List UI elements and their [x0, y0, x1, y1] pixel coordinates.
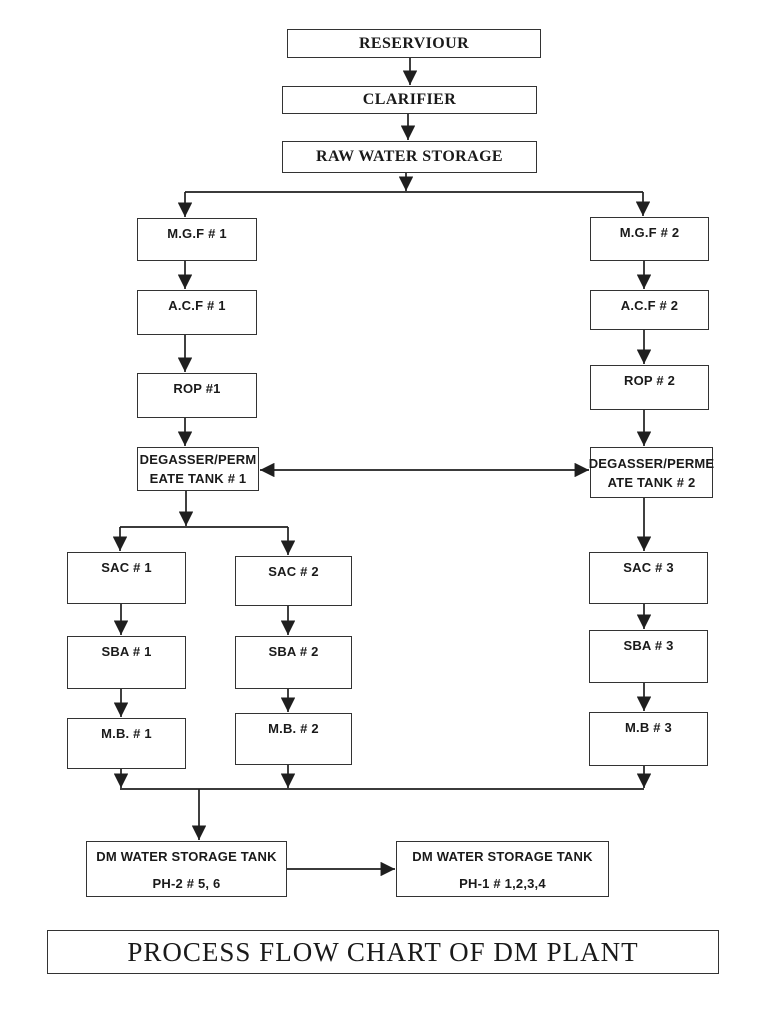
node-sac2: SAC # 2: [235, 556, 352, 606]
node-sac1-label: SAC # 1: [101, 560, 152, 575]
node-sba3-label: SBA # 3: [623, 638, 674, 653]
node-degasser1: DEGASSER/PERM EATE TANK # 1: [137, 447, 259, 491]
node-sac1: SAC # 1: [67, 552, 186, 604]
node-sac2-label: SAC # 2: [268, 564, 319, 579]
node-sba1: SBA # 1: [67, 636, 186, 689]
node-degasser2: DEGASSER/PERME ATE TANK # 2: [588, 447, 715, 498]
node-mb2: M.B. # 2: [235, 713, 352, 765]
node-tank-ph2-line2: PH-2 # 5, 6: [152, 876, 221, 891]
node-reservoir: RESERVIOUR: [287, 29, 541, 58]
node-mb3: M.B # 3: [589, 712, 708, 766]
node-mb3-label: M.B # 3: [625, 720, 672, 735]
node-rop1-label: ROP #1: [173, 381, 221, 396]
node-tank-ph2-line1: DM WATER STORAGE TANK: [96, 849, 277, 864]
node-degasser1-line2: EATE TANK # 1: [149, 471, 247, 486]
node-sba1-label: SBA # 1: [101, 644, 152, 659]
node-mgf2-label: M.G.F # 2: [619, 225, 680, 240]
node-acf1: A.C.F # 1: [137, 290, 257, 335]
node-clarifier-label: CLARIFIER: [362, 91, 457, 108]
node-sba2: SBA # 2: [235, 636, 352, 689]
node-mgf1-label: M.G.F # 1: [167, 226, 227, 241]
node-raw-water-storage-label: RAW WATER STORAGE: [315, 148, 503, 165]
node-clarifier: CLARIFIER: [282, 86, 537, 114]
node-tank-ph1-line2: PH-1 # 1,2,3,4: [459, 876, 546, 891]
node-mgf2: M.G.F # 2: [590, 217, 709, 261]
node-rop2-label: ROP # 2: [623, 373, 676, 388]
node-reservoir-label: RESERVIOUR: [358, 34, 470, 52]
node-acf1-label: A.C.F # 1: [168, 298, 226, 313]
node-rop2: ROP # 2: [590, 365, 709, 410]
node-raw-water-storage: RAW WATER STORAGE: [282, 141, 537, 173]
node-tank-ph1-line1: DM WATER STORAGE TANK: [412, 849, 593, 864]
node-mb1: M.B. # 1: [67, 718, 186, 769]
node-degasser1-line1: DEGASSER/PERM: [139, 452, 257, 467]
node-sba2-label: SBA # 2: [268, 644, 319, 659]
flowchart-title-box: PROCESS FLOW CHART OF DM PLANT: [47, 930, 719, 974]
node-mb2-label: M.B. # 2: [268, 721, 319, 736]
node-degasser2-line2: ATE TANK # 2: [607, 474, 696, 490]
node-mb1-label: M.B. # 1: [101, 726, 152, 741]
flowchart-title: PROCESS FLOW CHART OF DM PLANT: [127, 936, 639, 967]
node-tank-ph2: DM WATER STORAGE TANK PH-2 # 5, 6: [86, 841, 287, 897]
node-sba3: SBA # 3: [589, 630, 708, 683]
node-acf2: A.C.F # 2: [590, 290, 709, 330]
node-sac3: SAC # 3: [589, 552, 708, 604]
node-rop1: ROP #1: [137, 373, 257, 418]
node-tank-ph1: DM WATER STORAGE TANK PH-1 # 1,2,3,4: [396, 841, 609, 897]
node-sac3-label: SAC # 3: [623, 560, 674, 575]
node-degasser2-line1: DEGASSER/PERME: [588, 455, 715, 471]
node-mgf1: M.G.F # 1: [137, 218, 257, 261]
node-acf2-label: A.C.F # 2: [620, 298, 679, 313]
